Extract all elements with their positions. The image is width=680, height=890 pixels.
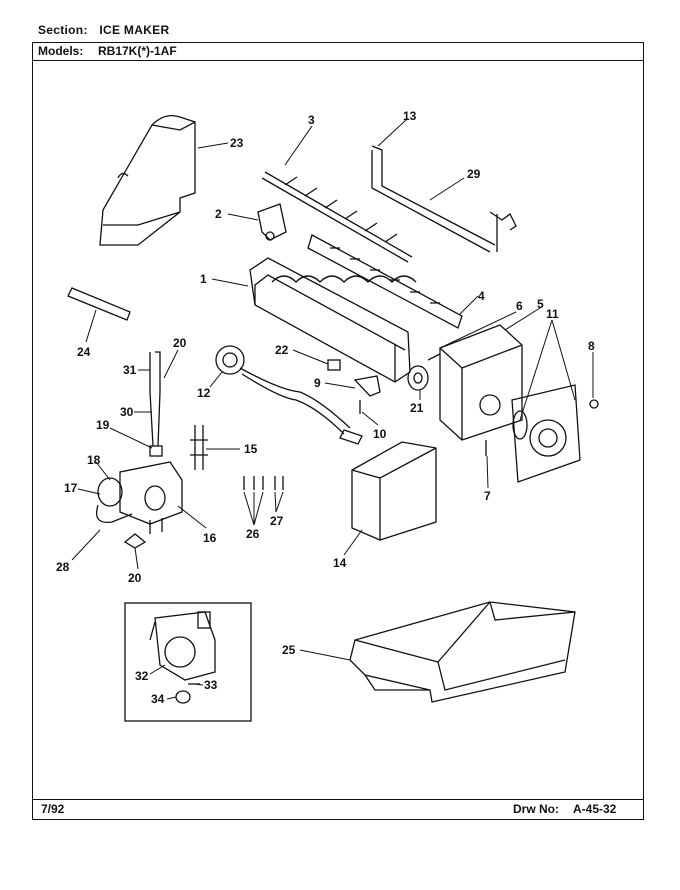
part-thermostat-harness	[215, 345, 363, 445]
callout-22: 22	[275, 343, 289, 357]
part-screws-26-27	[243, 476, 284, 490]
part-ejector	[261, 171, 413, 263]
section-label: Section:	[38, 23, 88, 37]
callout-19: 19	[96, 418, 110, 432]
callout-23: 23	[230, 136, 244, 150]
part-front-cover	[351, 441, 437, 541]
footer-date: 7/92	[41, 802, 65, 816]
callout-2: 2	[215, 207, 222, 221]
models-row: Models: RB17K(*)-1AF	[33, 43, 643, 61]
models-value: RB17K(*)-1AF	[98, 44, 177, 58]
part-mold	[249, 257, 417, 383]
callout-4: 4	[478, 289, 485, 303]
part-spacer	[327, 359, 341, 371]
section-value: ICE MAKER	[99, 23, 170, 37]
callout-leaders	[71, 119, 594, 700]
callout-12: 12	[197, 386, 211, 400]
callout-27: 27	[270, 514, 284, 528]
callout-14: 14	[333, 556, 347, 570]
part-clamp	[190, 425, 208, 470]
callout-25: 25	[282, 643, 296, 657]
callout-6: 6	[516, 299, 523, 313]
part-shroud	[99, 114, 196, 246]
callout-11: 11	[546, 307, 559, 321]
callout-15: 15	[244, 442, 258, 456]
part-water-valve	[95, 461, 183, 534]
callout-21: 21	[410, 401, 424, 415]
drawing-number: A-45-32	[573, 802, 617, 816]
part-ice-bucket	[349, 601, 576, 703]
callout-3: 3	[308, 113, 315, 127]
callout-33: 33	[204, 678, 218, 692]
section-line: Section: ICE MAKER	[38, 23, 169, 37]
diagram-frame: Models: RB17K(*)-1AF 7/92 Drw No: A-45-3…	[32, 42, 644, 820]
callout-10: 10	[373, 427, 387, 441]
callout-31: 31	[123, 363, 137, 377]
part-clip-lower	[123, 533, 147, 549]
callout-20-lower: 20	[128, 571, 142, 585]
callout-7: 7	[484, 489, 491, 503]
inset-alternate-valve	[124, 602, 252, 722]
part-bracket-small	[257, 203, 287, 241]
part-bracket-9	[353, 375, 381, 397]
part-motor-gear	[407, 353, 441, 391]
part-housing	[439, 324, 523, 441]
callout-28: 28	[56, 560, 70, 574]
part-motor-plate	[511, 384, 581, 483]
callout-13: 13	[403, 109, 417, 123]
callout-9: 9	[314, 376, 321, 390]
callout-16: 16	[203, 531, 217, 545]
callout-26: 26	[246, 527, 260, 541]
models-label: Models:	[38, 44, 84, 58]
callout-8: 8	[588, 339, 595, 353]
part-water-tube	[149, 351, 163, 457]
drawing-number-label: Drw No:	[513, 802, 559, 816]
callout-numbers: 1 2 3 4 5 6 7 8 9 10 11 12 13 14 15 16 1…	[56, 109, 595, 706]
callout-1: 1	[200, 272, 207, 286]
callout-32: 32	[135, 669, 149, 683]
part-shutoff-arm	[371, 145, 517, 253]
callout-30: 30	[120, 405, 134, 419]
callout-34: 34	[151, 692, 165, 706]
footer-row: 7/92 Drw No: A-45-32	[33, 799, 643, 819]
callout-18: 18	[87, 453, 101, 467]
callout-17: 17	[64, 481, 78, 495]
part-screw-8	[589, 399, 599, 409]
callout-5: 5	[537, 297, 544, 311]
part-fill-tube	[67, 287, 131, 321]
callout-20-upper: 20	[173, 336, 187, 350]
callout-29: 29	[467, 167, 481, 181]
callout-24: 24	[77, 345, 91, 359]
